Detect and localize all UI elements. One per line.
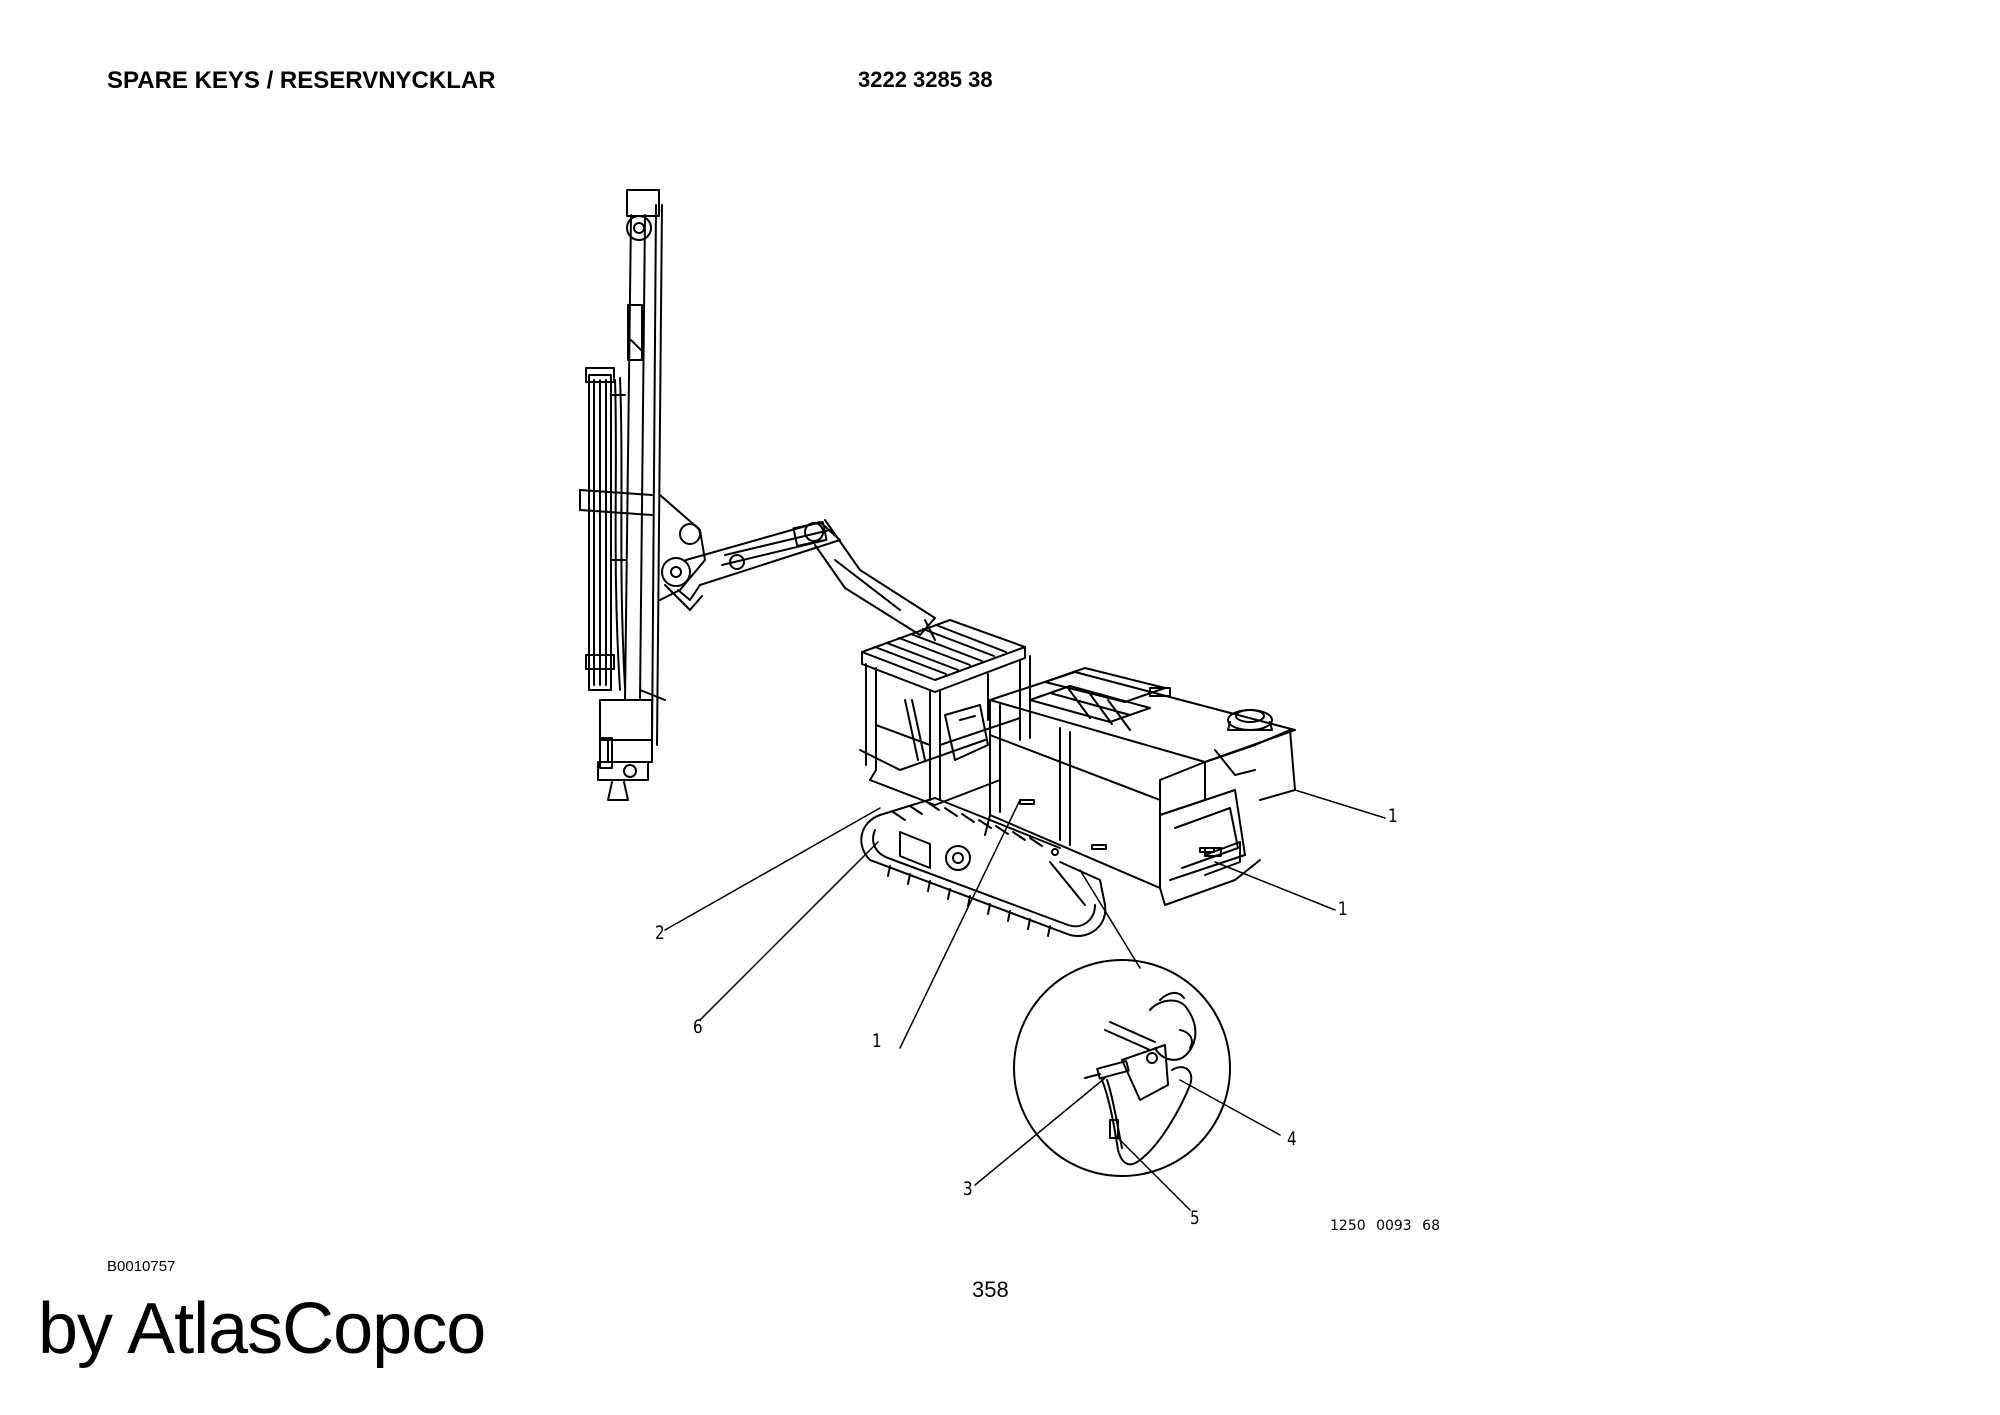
callout-1-right-upper: 1: [1388, 805, 1398, 827]
page-title: SPARE KEYS / RESERVNYCKLAR: [107, 67, 496, 94]
power-pack: [984, 667, 1296, 906]
leader-lines: [664, 789, 1386, 1211]
brand-watermark: by AtlasCopco: [38, 1289, 486, 1369]
cab-frame: [859, 619, 1031, 806]
callout-3: 3: [963, 1178, 973, 1200]
boom-arm: [659, 494, 936, 641]
callout-5: 5: [1190, 1207, 1200, 1229]
drawing-reference-number: 1250 0093 68: [1330, 1218, 1440, 1234]
callout-4: 4: [1287, 1128, 1297, 1150]
feed-mast: [579, 189, 666, 801]
detail-view: [1013, 959, 1231, 1177]
part-number: 3222 3285 38: [858, 67, 993, 92]
callout-6: 6: [693, 1016, 703, 1038]
callout-1-bottom: 1: [872, 1030, 882, 1052]
document-reference: B0010757: [107, 1258, 176, 1275]
callout-2: 2: [655, 922, 665, 944]
crawler-track: [860, 797, 1107, 937]
page-number: 358: [972, 1277, 1009, 1302]
callout-1-right-lower: 1: [1338, 898, 1348, 920]
